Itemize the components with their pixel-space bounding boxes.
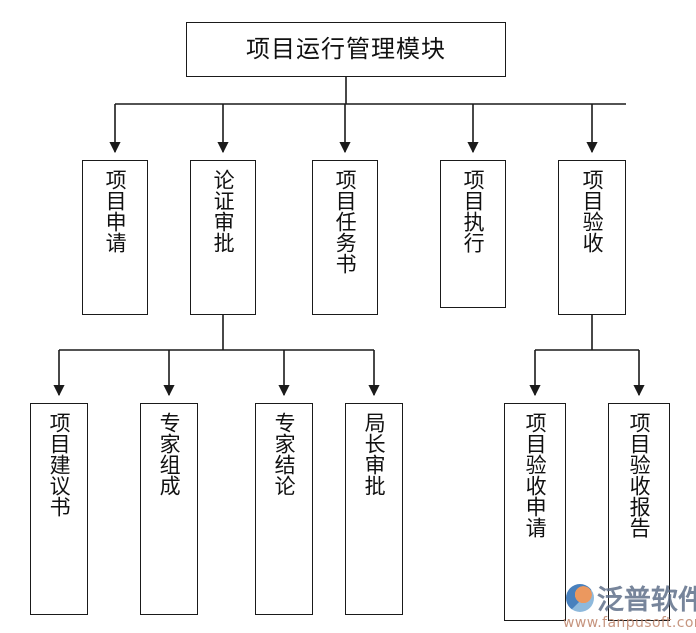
node-project-acceptance[interactable]: 项目验收: [558, 160, 626, 315]
node-project-operation-management-module[interactable]: 项目运行管理模块: [186, 22, 506, 77]
node-label: 项目申请: [103, 169, 128, 253]
node-expert-conclusion[interactable]: 专家结论: [255, 403, 313, 615]
node-label: 项目任务书: [333, 169, 358, 274]
node-label: 项目建议书: [47, 412, 72, 517]
node-demonstration-approval[interactable]: 论证审批: [190, 160, 256, 315]
node-project-application[interactable]: 项目申请: [82, 160, 148, 315]
node-label: 局长审批: [362, 412, 387, 496]
node-label: 项目验收报告: [627, 412, 652, 538]
node-label: 项目运行管理模块: [246, 34, 446, 63]
node-label: 论证审批: [211, 169, 236, 253]
node-project-acceptance-application[interactable]: 项目验收申请: [504, 403, 566, 621]
node-label: 项目执行: [461, 169, 486, 253]
node-expert-group-composition[interactable]: 专家组成: [140, 403, 198, 615]
node-project-execution[interactable]: 项目执行: [440, 160, 506, 308]
node-label: 专家结论: [272, 412, 297, 496]
node-director-approval[interactable]: 局长审批: [345, 403, 403, 615]
node-project-task-statement[interactable]: 项目任务书: [312, 160, 378, 315]
node-project-acceptance-report[interactable]: 项目验收报告: [608, 403, 670, 621]
node-label: 专家组成: [157, 412, 182, 496]
node-label: 项目验收申请: [523, 412, 548, 538]
node-project-proposal[interactable]: 项目建议书: [30, 403, 88, 615]
node-label: 项目验收: [580, 169, 605, 253]
